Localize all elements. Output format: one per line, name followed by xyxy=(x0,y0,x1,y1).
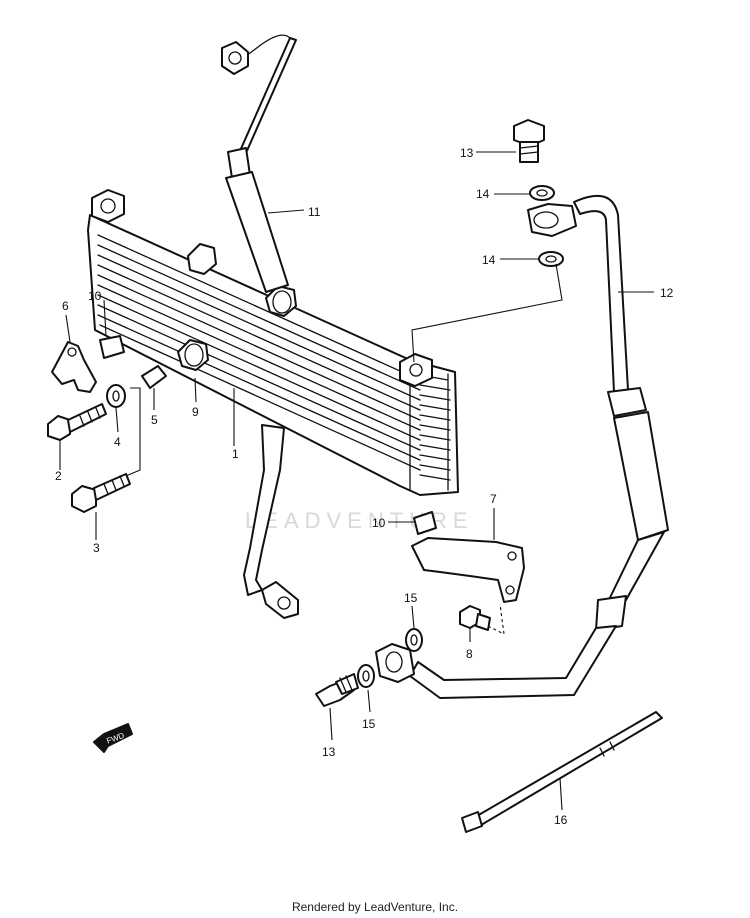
bolt-2 xyxy=(47,403,107,441)
callout-14-lower: 14 xyxy=(482,253,496,267)
callout-15-upper: 15 xyxy=(404,591,418,605)
callout-13-upper: 13 xyxy=(460,146,474,160)
leader-lines xyxy=(59,151,654,811)
callout-11: 11 xyxy=(308,205,321,219)
washer-upper-1 xyxy=(529,185,555,201)
mount-bracket-left xyxy=(51,341,97,393)
washer-lower-2 xyxy=(357,664,375,688)
right-oil-hose xyxy=(375,194,669,699)
callout-2: 2 xyxy=(55,469,62,483)
callout-15-lower: 15 xyxy=(362,717,376,731)
forward-arrow: FWD xyxy=(93,723,133,753)
callout-6: 6 xyxy=(62,299,69,313)
callout-10-right: 10 xyxy=(372,516,386,530)
hose-strap xyxy=(461,711,663,833)
callout-13-lower: 13 xyxy=(322,745,336,759)
callout-numbers: 1 2 3 4 5 6 7 8 9 10 10 11 12 13 13 14 1… xyxy=(55,146,674,827)
callout-12: 12 xyxy=(660,286,674,300)
mount-bracket-right xyxy=(411,537,525,603)
footer-credit: Rendered by LeadVenture, Inc. xyxy=(291,900,459,914)
callout-5: 5 xyxy=(151,413,158,427)
callout-7: 7 xyxy=(490,492,497,506)
callout-8: 8 xyxy=(466,647,473,661)
washer-upper-2 xyxy=(538,251,564,267)
callout-3: 3 xyxy=(93,541,100,555)
oil-cooler-core xyxy=(87,189,459,496)
callout-16: 16 xyxy=(554,813,568,827)
banjo-bolt-upper xyxy=(513,119,545,163)
clip-left xyxy=(99,335,125,359)
clip-right xyxy=(413,511,437,535)
upper-oil-hose xyxy=(221,34,297,293)
washer-lower-1 xyxy=(405,628,423,652)
bolt-8 xyxy=(459,605,491,631)
callout-10-left: 10 xyxy=(88,289,102,303)
callout-1: 1 xyxy=(232,447,239,461)
bolt-3 xyxy=(71,473,131,513)
callout-9: 9 xyxy=(192,405,199,419)
collar-5 xyxy=(141,365,167,389)
washer-4 xyxy=(106,384,126,408)
banjo-bolt-lower xyxy=(315,673,359,707)
callout-14-upper: 14 xyxy=(476,187,490,201)
callout-4: 4 xyxy=(114,435,121,449)
lower-oil-pipe xyxy=(243,424,299,619)
watermark: LEADVENTURE xyxy=(245,508,474,533)
